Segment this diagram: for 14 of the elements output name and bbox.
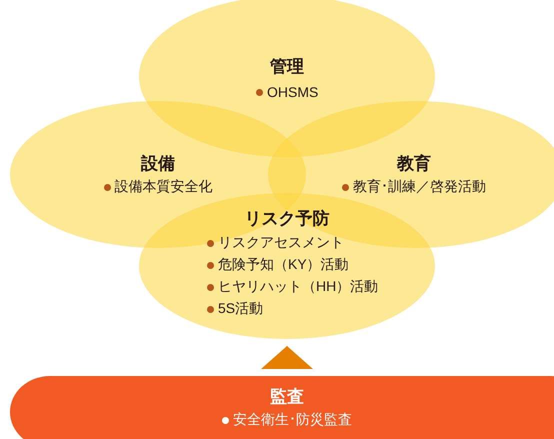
bullet-item: 5S活動 <box>207 300 264 318</box>
bullet-item: 安全衛生･防災監査 <box>222 411 352 429</box>
circle-title: 設備 <box>141 152 175 174</box>
bullet-item: 危険予知（KY）活動 <box>207 256 349 274</box>
circle-title: 管理 <box>270 56 304 78</box>
bullet-item: ヒヤリハット（HH）活動 <box>207 278 378 296</box>
bullet-item: 設備本質安全化 <box>104 178 212 196</box>
chevron-arrow <box>261 346 313 369</box>
bullet-item: 教育･訓練／啓発活動 <box>342 178 486 196</box>
banner-title: 監査 <box>270 386 304 408</box>
circle-title: 教育 <box>397 152 431 174</box>
bullet-item: OHSMS <box>256 84 318 100</box>
circle-title: リスク予防 <box>244 208 330 230</box>
bullet-item: リスクアセスメント <box>207 234 344 252</box>
